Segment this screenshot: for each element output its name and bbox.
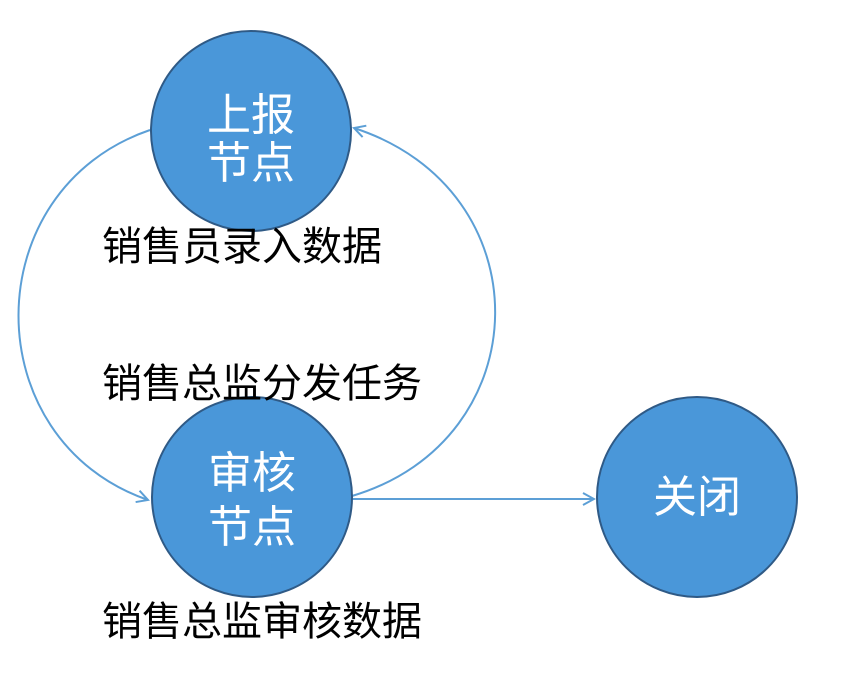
review-node-label-line1: 审核	[208, 448, 296, 499]
report-node-circle	[150, 30, 352, 232]
review-node-circle	[151, 396, 353, 598]
report-node-label-line1: 上报	[207, 90, 295, 141]
close-node-label: 关闭	[653, 472, 741, 523]
report-node[interactable]: 上报 节点	[150, 30, 352, 232]
edge-review-to-report	[351, 128, 497, 497]
caption-dispatch-task: 销售总监分发任务	[102, 361, 422, 407]
review-node-label-line2: 节点	[208, 502, 296, 553]
review-node[interactable]: 审核 节点	[151, 396, 353, 598]
caption-review-data: 销售总监审核数据	[102, 599, 422, 645]
report-node-label-line2: 节点	[207, 138, 295, 189]
close-node[interactable]: 关闭	[596, 396, 798, 598]
edge-report-to-review	[17, 129, 151, 500]
caption-sales-entry: 销售员录入数据	[102, 224, 382, 270]
close-node-circle	[596, 396, 798, 598]
